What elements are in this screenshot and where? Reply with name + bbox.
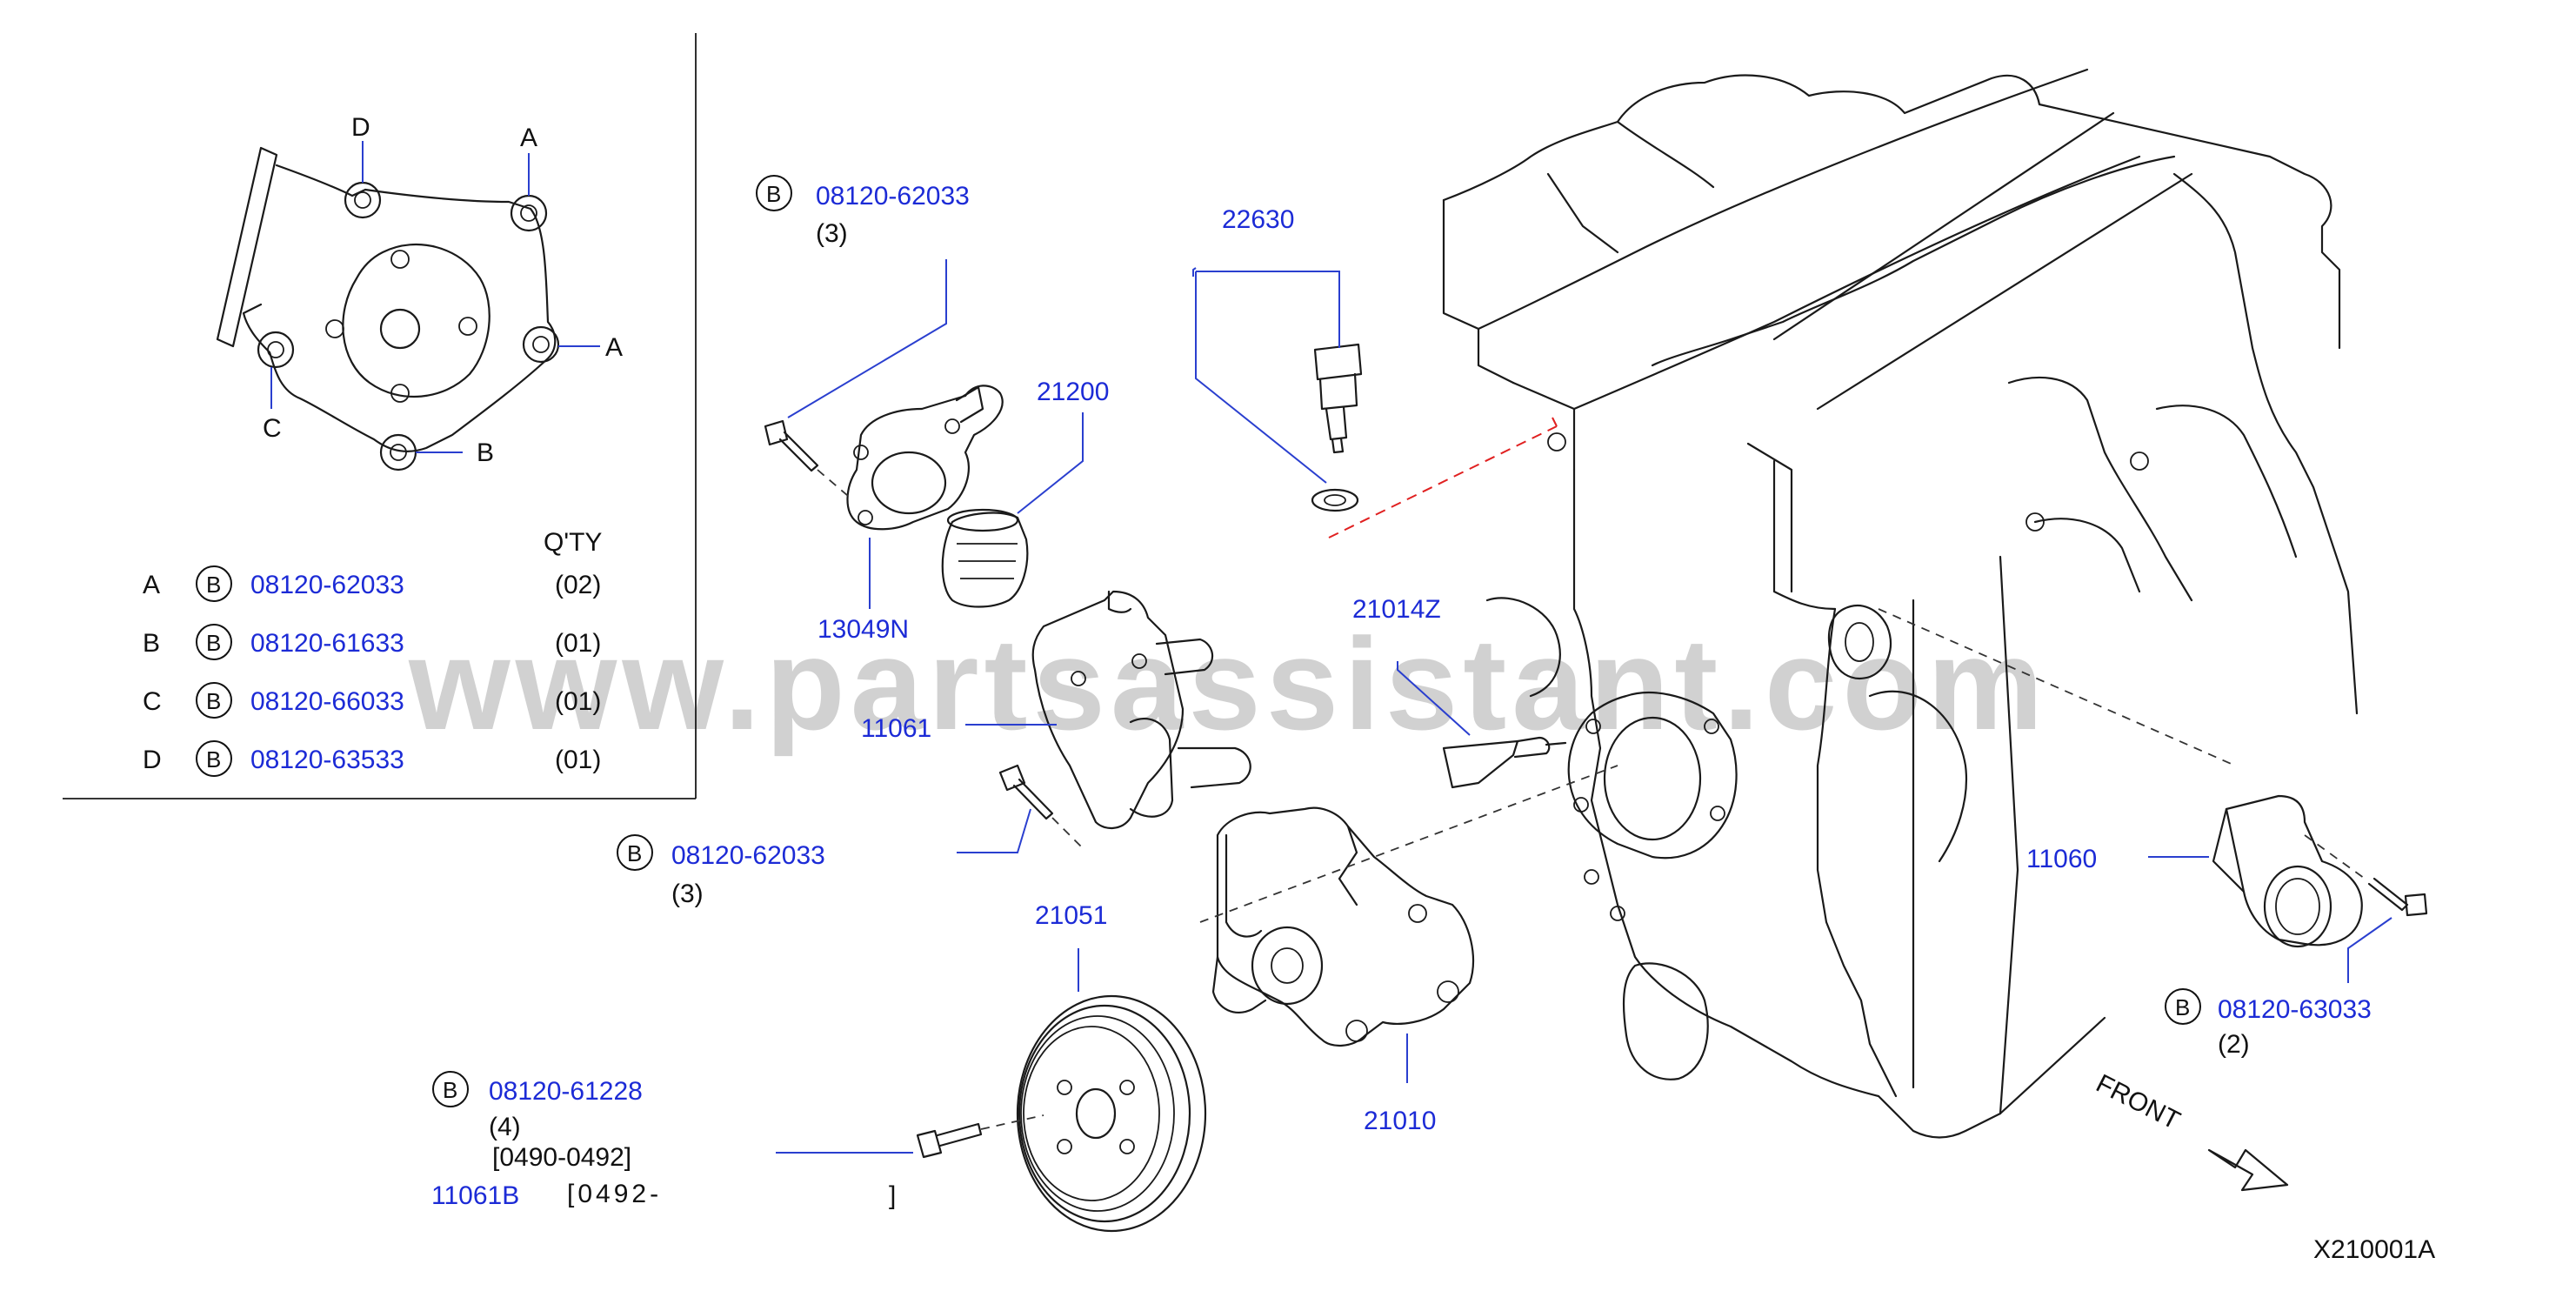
- label-11061: 11061: [861, 714, 931, 743]
- svg-text:(3): (3): [816, 219, 848, 248]
- svg-text:B: B: [206, 572, 221, 598]
- legend-part-c: 08120-66033: [250, 687, 404, 716]
- legend-row-c: C B 08120-66033 (01): [143, 682, 601, 719]
- callout-bolt-pulley-part: 08120-61228: [489, 1077, 643, 1106]
- svg-text:(02): (02): [555, 571, 601, 599]
- callout-bolt-top-part: 08120-62033: [816, 182, 970, 211]
- callout-bolt-top: B 08120-62033 (3): [756, 175, 970, 248]
- svg-text:B: B: [2175, 994, 2190, 1020]
- svg-text:(01): (01): [555, 746, 601, 774]
- watermark: www.partsassistant.com: [408, 611, 2048, 757]
- water-pump: [1211, 806, 1475, 1047]
- front-indicator: FRONT: [2092, 1069, 2289, 1192]
- svg-text:C: C: [143, 687, 162, 716]
- bolt-pulley: [916, 1122, 983, 1159]
- bolt-outlet: [2367, 877, 2428, 917]
- callout-bolt-mid-part: 08120-62033: [671, 841, 825, 870]
- svg-text:B: B: [206, 630, 221, 656]
- svg-text:(01): (01): [555, 629, 601, 658]
- water-outlet: [2212, 794, 2363, 948]
- svg-text:(2): (2): [2218, 1030, 2250, 1059]
- diagram-code: X210001A: [2313, 1235, 2435, 1264]
- svg-text:[0492-: [0492-: [567, 1180, 662, 1208]
- label-11060: 11060: [2026, 845, 2097, 873]
- pump-gasket: [1567, 691, 1738, 860]
- legend-part-b: 08120-61633: [250, 629, 404, 658]
- marker-b: B: [477, 438, 494, 467]
- svg-text:B: B: [143, 629, 160, 658]
- callout-bolt-mid: B 08120-62033 (3): [617, 834, 825, 908]
- label-21014z: 21014Z: [1352, 595, 1441, 624]
- callout-bolt-pulley: B 08120-61228 (4) [0490-0492] 11061B [04…: [431, 1071, 896, 1210]
- qty-header: Q'TY: [544, 528, 602, 557]
- legend-part-a: 08120-62033: [250, 571, 404, 599]
- engine-block-outline: [1442, 68, 2359, 1139]
- marker-a-right: A: [605, 333, 623, 362]
- svg-text:A: A: [143, 571, 160, 599]
- thermostat: [941, 508, 1029, 608]
- svg-text:B: B: [206, 746, 221, 773]
- label-21200: 21200: [1037, 378, 1109, 406]
- label-21051: 21051: [1035, 901, 1107, 930]
- callout-bolt-right-part: 08120-63033: [2218, 995, 2372, 1024]
- label-13049n: 13049N: [818, 615, 909, 644]
- marker-a-top: A: [520, 124, 537, 152]
- label-22630: 22630: [1222, 205, 1294, 234]
- sealant-tube: [1442, 736, 1567, 789]
- svg-text:B: B: [443, 1077, 457, 1103]
- svg-text:(3): (3): [671, 880, 704, 908]
- label-21010: 21010: [1364, 1107, 1436, 1135]
- svg-text:B: B: [627, 840, 642, 866]
- svg-text:B: B: [206, 688, 221, 714]
- bolt-thermostat: [764, 419, 819, 472]
- svg-text:B: B: [766, 181, 781, 207]
- legend-row-d: D B 08120-63533 (01): [143, 740, 601, 777]
- svg-text:D: D: [143, 746, 162, 774]
- inset-panel: D A A C B Q'TY A B 08120-62033 (02) B B …: [63, 33, 697, 799]
- svg-text:[0490-0492]: [0490-0492]: [492, 1143, 631, 1172]
- legend-part-d: 08120-63533: [250, 746, 404, 774]
- callout-bolt-right: B 08120-63033 (2): [2165, 988, 2372, 1059]
- callout-11061b: 11061B: [431, 1181, 519, 1210]
- thermostat-housing: [846, 385, 1004, 531]
- temp-sensor: [1311, 343, 1363, 512]
- bolt-inlet: [998, 764, 1054, 820]
- legend-row-a: A B 08120-62033 (02): [143, 565, 601, 602]
- svg-text:(01): (01): [555, 687, 601, 716]
- water-pump-pulley: [1016, 994, 1207, 1233]
- marker-c: C: [263, 414, 282, 443]
- marker-d: D: [351, 113, 370, 142]
- svg-text:(4): (4): [489, 1113, 521, 1141]
- head-gasket-port: [1827, 605, 1892, 679]
- water-inlet: [1031, 590, 1251, 829]
- legend-row-b: B B 08120-61633 (01): [143, 624, 601, 660]
- front-label: FRONT: [2092, 1069, 2185, 1135]
- svg-text:]: ]: [889, 1181, 896, 1210]
